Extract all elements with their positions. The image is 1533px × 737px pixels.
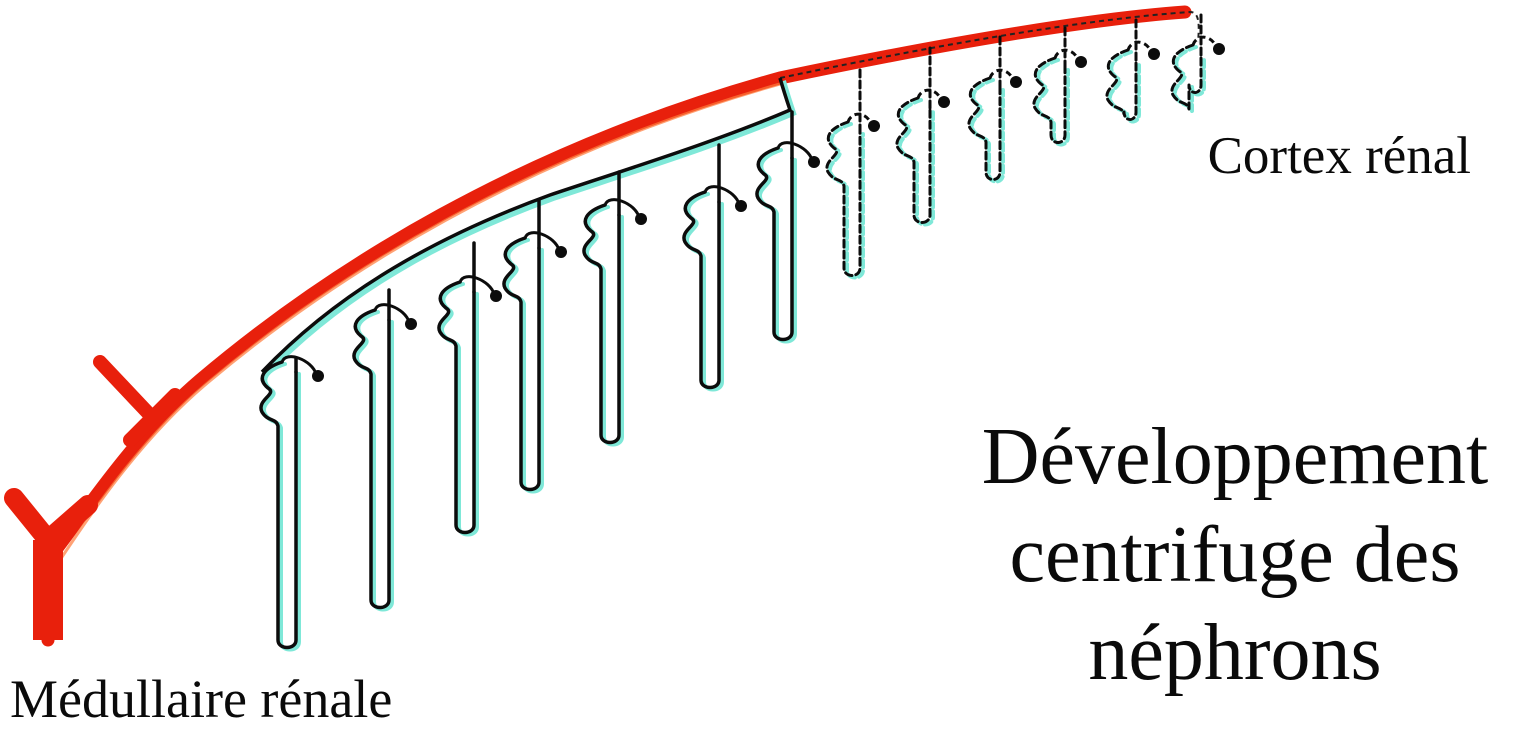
title-line-1: Développement — [981, 413, 1489, 501]
glomerulus-stalk — [280, 355, 318, 375]
glomerulus — [635, 213, 647, 225]
glomerulus — [735, 200, 747, 212]
nephron-shadow — [584, 205, 624, 447]
nephron-shadow — [897, 98, 935, 227]
developing-nephron — [967, 76, 1002, 181]
glomerulus-stalk — [523, 231, 561, 251]
mature-nephron — [352, 308, 391, 610]
glomerulus-stalk — [988, 68, 1016, 83]
glomerulus — [1148, 48, 1160, 60]
tubule-arcade-line — [260, 77, 793, 374]
collecting-duct — [4, 5, 1200, 647]
glomerulus-stalk — [846, 112, 874, 127]
glomerulus-stalk — [603, 198, 641, 218]
nephron-shadow — [439, 282, 479, 537]
glomerulus-stalk — [1191, 35, 1219, 50]
nephron-shadow — [1034, 58, 1070, 147]
developing-nephrons — [825, 12, 1225, 280]
glomerulus-stalk — [703, 185, 741, 205]
developing-nephron — [1170, 43, 1203, 111]
glomerulus — [868, 120, 880, 132]
title-line-2: centrifuge des — [1009, 511, 1461, 599]
title-line-3: néphrons — [1088, 609, 1382, 697]
glomerulus — [405, 318, 417, 330]
mature-nephron — [682, 190, 721, 390]
duct-cortex-dotted — [779, 10, 1200, 79]
glomerulus — [555, 246, 567, 258]
duct-branch-lower — [4, 488, 98, 550]
mature-nephron — [755, 146, 794, 342]
glomerulus — [1075, 56, 1087, 68]
mature-nephron — [582, 203, 621, 445]
glomerulus — [1213, 43, 1225, 55]
diagram-title: Développement centrifuge des néphrons — [955, 408, 1515, 702]
glomerulus-stalk — [916, 88, 944, 103]
nephron-shadow — [261, 362, 301, 652]
duct-branch-upper — [93, 355, 182, 447]
mature-nephrons — [259, 110, 820, 652]
developing-nephron — [1032, 56, 1067, 144]
duct-highlight — [58, 82, 782, 562]
mature-nephron — [502, 236, 541, 492]
glomerulus-stalk — [458, 275, 496, 295]
glomerulus — [490, 290, 502, 302]
nephron-shadow — [354, 310, 394, 612]
glomerulus-stalk — [776, 141, 814, 161]
glomerulus — [808, 156, 820, 168]
glomerulus — [1010, 76, 1022, 88]
glomerulus-stalk — [373, 303, 411, 323]
mature-nephron — [437, 280, 476, 535]
glomerulus-stalk — [1126, 40, 1154, 55]
glomerulus-stalk — [1053, 48, 1081, 63]
mature-nephron — [259, 360, 298, 650]
cortex-label: Cortex rénal — [1207, 127, 1471, 185]
glomerulus — [938, 96, 950, 108]
medulla-label: Médullaire rénale — [10, 669, 393, 729]
developing-nephron — [825, 120, 862, 277]
developing-nephron — [1105, 48, 1138, 121]
developing-nephron — [895, 96, 932, 224]
glomerulus — [312, 370, 324, 382]
tubule-arcade — [262, 80, 797, 378]
nephron-shadow — [504, 238, 544, 494]
